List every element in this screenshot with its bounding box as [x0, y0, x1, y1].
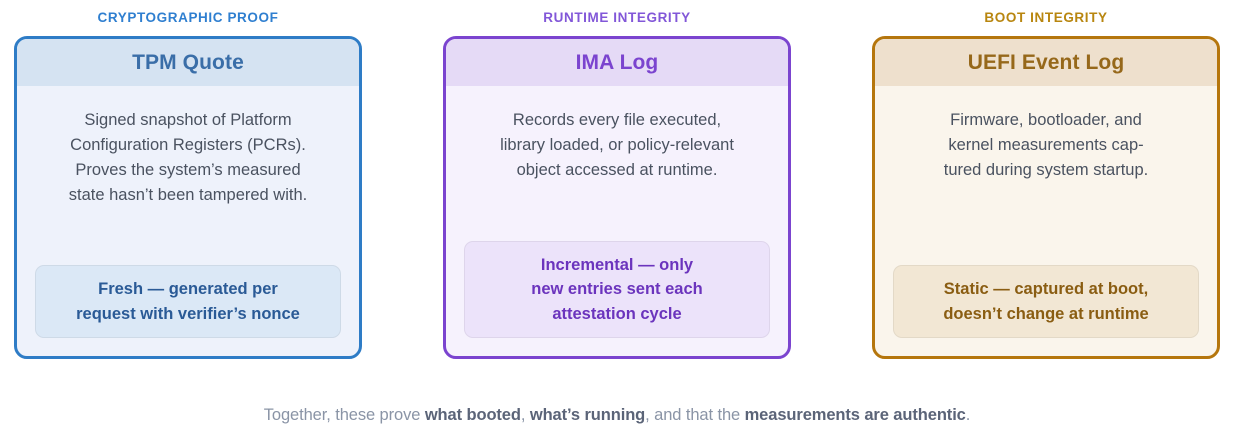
summary-footnote: Together, these prove what booted, what’…	[0, 406, 1234, 425]
kicker-cryptographic-proof: CRYPTOGRAPHIC PROOF	[97, 10, 279, 25]
card-description-ima-log: Records every file executed, library loa…	[500, 111, 734, 179]
card-body-uefi-event-log: Firmware, bootloader, and kernel measure…	[875, 86, 1217, 356]
kicker-boot-integrity: BOOT INTEGRITY	[984, 10, 1108, 25]
footnote-bold-what-booted: what booted	[424, 406, 521, 424]
footnote-bold-measurements-authentic: measurements are authentic	[744, 406, 966, 424]
card-badge-uefi-event-log: Static — captured at boot, doesn’t chang…	[893, 265, 1199, 338]
card-description-tpm-quote: Signed snapshot of Platform Configuratio…	[68, 111, 308, 204]
card-column-tpm-quote: CRYPTOGRAPHIC PROOF TPM Quote Signed sna…	[14, 0, 362, 359]
footnote-lead: Together, these prove	[263, 406, 425, 424]
footnote-middle: , and that the	[645, 406, 745, 424]
card-body-tpm-quote: Signed snapshot of Platform Configuratio…	[17, 86, 359, 356]
card-title-uefi-event-log: UEFI Event Log	[875, 39, 1217, 86]
card-description-uefi-event-log: Firmware, bootloader, and kernel measure…	[943, 111, 1149, 179]
card-uefi-event-log[interactable]: UEFI Event Log Firmware, bootloader, and…	[872, 36, 1220, 359]
card-badge-tpm-quote: Fresh — generated per request with verif…	[35, 265, 341, 338]
cards-row: CRYPTOGRAPHIC PROOF TPM Quote Signed sna…	[14, 0, 1220, 359]
footnote-separator-1: ,	[520, 406, 530, 424]
card-title-tpm-quote: TPM Quote	[17, 39, 359, 86]
card-ima-log[interactable]: IMA Log Records every file executed, lib…	[443, 36, 791, 359]
card-tpm-quote[interactable]: TPM Quote Signed snapshot of Platform Co…	[14, 36, 362, 359]
kicker-runtime-integrity: RUNTIME INTEGRITY	[543, 10, 691, 25]
card-badge-ima-log: Incremental — only new entries sent each…	[464, 240, 770, 338]
card-column-uefi-event-log: BOOT INTEGRITY UEFI Event Log Firmware, …	[872, 0, 1220, 359]
footnote-bold-whats-running: what’s running	[529, 406, 646, 424]
card-title-ima-log: IMA Log	[446, 39, 788, 86]
footnote-end: .	[965, 406, 971, 424]
card-column-ima-log: RUNTIME INTEGRITY IMA Log Records every …	[443, 0, 791, 359]
card-body-ima-log: Records every file executed, library loa…	[446, 86, 788, 356]
